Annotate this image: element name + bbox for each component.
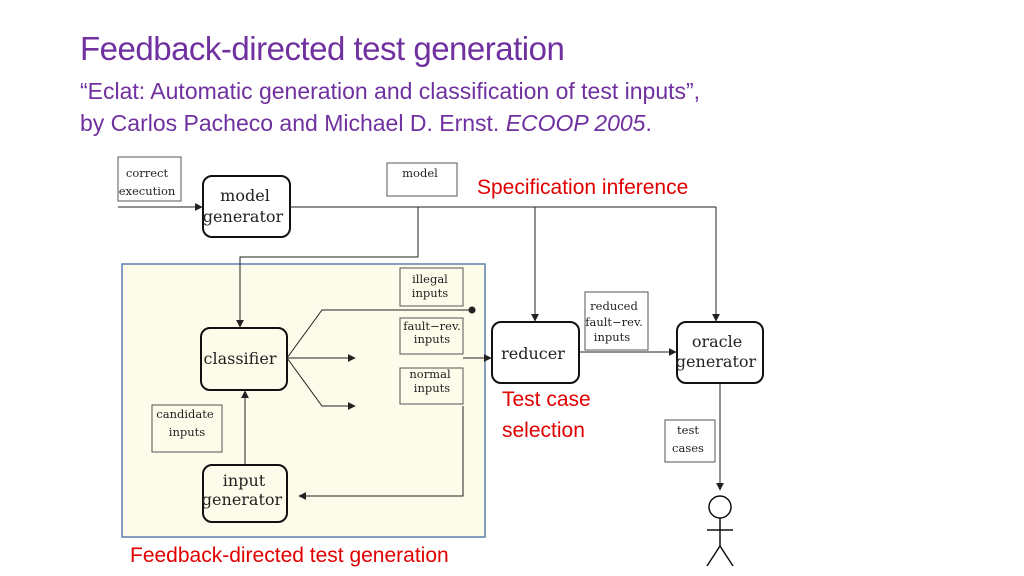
test-cases-line2: cases <box>672 441 704 455</box>
illegal-inputs-box <box>399 267 464 307</box>
arrow-classifier-normal <box>286 357 356 410</box>
input-generator-line1: input <box>223 471 266 490</box>
model-box <box>386 162 458 197</box>
reduced-inputs-line1: reduced <box>590 299 638 313</box>
reduced-inputs-box <box>584 291 649 351</box>
reducer-label: reducer <box>501 344 565 363</box>
correct-execution-box <box>117 156 182 202</box>
illegal-inputs-endpoint <box>468 306 476 314</box>
reduced-inputs-line2: fault−rev. <box>585 315 643 329</box>
candidate-inputs-line2: inputs <box>169 425 205 439</box>
fault-rev-inputs-line1: fault−rev. <box>403 319 461 333</box>
feedback-loop-line <box>298 406 464 500</box>
reduced-inputs-line3: inputs <box>594 330 630 344</box>
paper-citation-title: “Eclat: Automatic generation and classif… <box>80 78 701 104</box>
arrow-model-to-classifier <box>236 207 419 328</box>
model-generator-line1: model <box>220 186 270 205</box>
fault-rev-inputs-box <box>399 317 464 355</box>
candidate-inputs-line1: candidate <box>156 407 214 421</box>
illegal-inputs-line1: illegal <box>412 272 448 286</box>
model-generator-line2: generator <box>203 207 284 226</box>
correct-execution-line1: correct <box>126 166 169 180</box>
arrow-classifier-illegal <box>286 309 470 359</box>
spec-inference-annotation: Specification inference <box>477 176 689 199</box>
test-cases-line1: test <box>677 423 699 437</box>
user-figure-icon <box>706 495 734 567</box>
feedback-caption: Feedback-directed test generation <box>130 544 449 567</box>
normal-inputs-line2: inputs <box>414 381 450 395</box>
test-case-annotation-line1: Test case <box>502 388 591 411</box>
model-label: model <box>402 166 438 180</box>
illegal-inputs-line2: inputs <box>412 286 448 300</box>
test-case-annotation-line2: selection <box>502 419 585 442</box>
classifier-box <box>200 327 288 391</box>
citation-period: . <box>645 110 652 136</box>
fault-rev-inputs-line2: inputs <box>414 332 450 346</box>
normal-inputs-box <box>399 367 464 405</box>
venue-text: ECOOP 2005 <box>505 110 646 136</box>
candidate-inputs-box <box>151 404 223 453</box>
input-generator-line2: generator <box>202 490 283 509</box>
correct-execution-line2: execution <box>119 184 176 198</box>
oracle-generator-line2: generator <box>676 352 757 371</box>
slide-title: Feedback-directed test generation <box>80 30 565 67</box>
paper-citation-authors: by Carlos Pacheco and Michael D. Ernst. … <box>80 110 652 137</box>
normal-inputs-line1: normal <box>409 367 451 381</box>
authors-text: by Carlos Pacheco and Michael D. Ernst. <box>80 110 500 136</box>
test-cases-box <box>664 419 716 463</box>
oracle-generator-line1: oracle <box>692 332 742 351</box>
classifier-label: classifier <box>204 349 277 368</box>
